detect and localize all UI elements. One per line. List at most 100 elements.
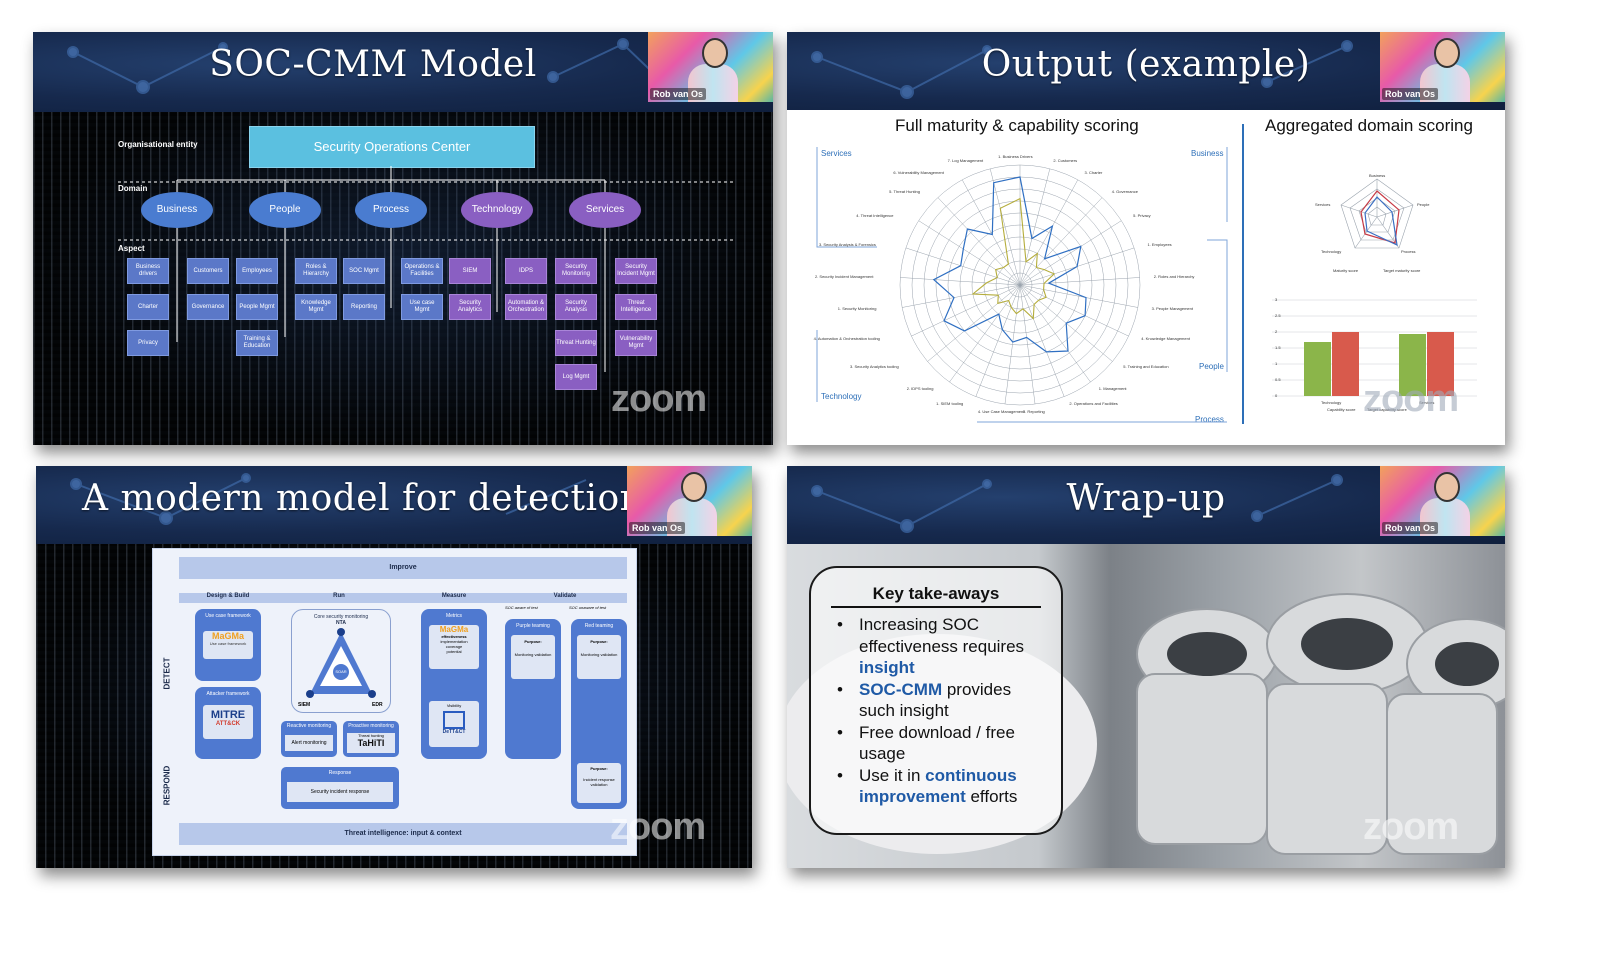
use-case-framework-box: Use case framework MaGMa Use case framew… (195, 609, 261, 681)
radar-axis-label: 2. Operations and Facilities (1069, 401, 1118, 406)
bar-y-tick: 3 (1275, 297, 1278, 302)
slide-body (787, 110, 1505, 445)
threat-intel-bar: Threat intelligence: input & context (179, 823, 627, 845)
magma-logo: MaGMa (211, 631, 244, 641)
attacker-framework-box: Attacker framework MITRE ATT&CK (195, 687, 261, 759)
list-item: Use it in continuous improvement efforts (833, 765, 1048, 808)
presenter-name: Rob van Os (1382, 88, 1439, 100)
radar-axis-label: 2. IDPS tooling (906, 385, 934, 391)
domain-technology: Technology (461, 192, 533, 228)
aspect-threat-intel: Threat Intelligence (615, 294, 657, 320)
label-domain: Domain (118, 184, 148, 193)
radar-axis-label: 5. Privacy (1133, 213, 1151, 219)
radar-spoke (918, 220, 1021, 286)
bar-legend-capability: Capability score (1327, 407, 1356, 412)
radar-spoke (911, 284, 1021, 337)
radar-axis-label: 4. Knowledge Management (1141, 336, 1190, 342)
radar-axis-label: 4. Automation & Orchestration tooling (813, 336, 880, 342)
radar-axis-label: 3. Reporting (1022, 408, 1045, 414)
radar-axis-label: 4. Governance (1111, 188, 1138, 194)
divider (1242, 124, 1244, 424)
presenter-video: Rob van Os (1380, 32, 1505, 102)
improve-bar: Improve (179, 557, 627, 579)
zoom-watermark: zoom (611, 378, 707, 420)
radar-spoke (1019, 179, 1079, 286)
response-box: Response Security incident response (281, 767, 399, 809)
phase-design: Design & Build (206, 593, 250, 599)
tahiti-logo: TaHiTI (357, 738, 385, 748)
bar-y-tick: 1.5 (1275, 345, 1281, 350)
radar-axis-label: 5. Threat Hunting (889, 188, 920, 194)
left-heading: Full maturity & capability scoring (895, 116, 1139, 135)
pentagon-process: Process (1401, 249, 1416, 254)
radar-spoke (989, 168, 1021, 286)
radar-spoke (900, 277, 1021, 286)
bar-y-tick: 1 (1275, 361, 1278, 366)
presenter-name: Rob van Os (1382, 522, 1439, 534)
key-takeaways-card: Key take-aways Increasing SOC effectiven… (809, 566, 1063, 835)
bar-y-tick: 0.5 (1275, 377, 1281, 382)
slide-title: Output (example) (981, 44, 1311, 85)
radar-spoke (1019, 284, 1091, 383)
radar-axis-label: 1. SIEM tooling (936, 401, 964, 406)
metrics-box: Metrics MaGMa effectiveness implementati… (421, 609, 487, 759)
aspect-roles: Roles & Hierarchy (295, 258, 337, 284)
soc-box: Security Operations Center (249, 126, 535, 168)
reactive-monitoring-box: Reactive monitoring Alert monitoring (281, 721, 337, 757)
aspect-automation: Automation & Orchestration (505, 294, 547, 320)
aspect-vuln-mgmt: Vulnerability Mgmt (615, 330, 657, 356)
aspect-knowledge: Knowledge Mgmt (295, 294, 337, 320)
aspect-idps: IDPS (505, 258, 547, 284)
radar-axis-label: 4. Threat Intelligence (856, 213, 894, 219)
bar-legend-target: Target capability score (1367, 407, 1407, 412)
slide-wrap-up: Wrap-up Rob van Os Key ta (787, 466, 1505, 868)
corner-technology: Technology (821, 392, 862, 401)
list-item: Increasing SOC effectiveness requires in… (833, 614, 1048, 679)
list-item: SOC-CMM provides such insight (833, 679, 1048, 722)
presenter-video: Rob van Os (648, 32, 773, 102)
domain-services: Services (569, 192, 641, 228)
bar-y-tick: 0 (1275, 393, 1278, 398)
presenter-name: Rob van Os (629, 522, 686, 534)
bar-y-tick: 2 (1275, 329, 1278, 334)
aspect-security-analytics: Security Analytics (449, 294, 491, 320)
domain-business: Business (141, 192, 213, 228)
aspect-reporting: Reporting (343, 294, 385, 320)
radar-spoke (1019, 277, 1140, 286)
presenter-video: Rob van Os (1380, 466, 1505, 536)
aspect-security-monitoring: Security Monitoring (555, 258, 597, 284)
radar-axis-label: 3. Security Analytics tooling (850, 363, 899, 369)
radar-axis-label: 2. Security Incident Management (814, 273, 874, 279)
slide-title: SOC-CMM Model (209, 44, 537, 85)
radar-spoke (1019, 284, 1138, 308)
aspect-privacy: Privacy (127, 330, 169, 356)
pentagon-people: People (1417, 202, 1430, 207)
radar-spoke (1019, 284, 1065, 397)
spider-charts (816, 147, 1477, 423)
bar-category-services: Services (1419, 400, 1435, 405)
radar-spoke (902, 284, 1021, 308)
radar-spoke (975, 284, 1021, 397)
mitre-logo: MITRE (210, 709, 246, 721)
radar-axis-label: 7. Log Management (947, 158, 984, 164)
proactive-monitoring-box: Proactive monitoring Threat hunting TaHi… (343, 721, 399, 757)
red-teaming-box: Red teaming Purpose: Monitoring validati… (571, 619, 627, 809)
aspect-use-case-mgmt: Use case Mgmt (401, 294, 443, 320)
phase-validate: Validate (553, 593, 577, 599)
domain-people: People (249, 192, 321, 228)
phase-measure: Measure (441, 593, 467, 599)
zoom-watermark: zoom (1363, 378, 1459, 420)
pentagon-legend-maturity: Maturity score (1333, 268, 1359, 273)
pentagon-legend-target: Target maturity score (1383, 268, 1421, 273)
radar-axis-label: 1. Business Drivers (998, 154, 1033, 159)
label-organisational-entity: Organisational entity (118, 140, 198, 149)
radar-spoke (927, 284, 1021, 362)
radar-spoke (1019, 168, 1051, 286)
presenter-name: Rob van Os (650, 88, 707, 100)
pentagon-services: Services (1315, 202, 1331, 207)
slide-title: Wrap-up (1066, 478, 1226, 519)
side-detect: DETECT (162, 657, 172, 690)
title-underline (831, 606, 1041, 608)
label-aspect: Aspect (118, 244, 145, 253)
radar-axis-label: 1. Management (1098, 385, 1127, 391)
